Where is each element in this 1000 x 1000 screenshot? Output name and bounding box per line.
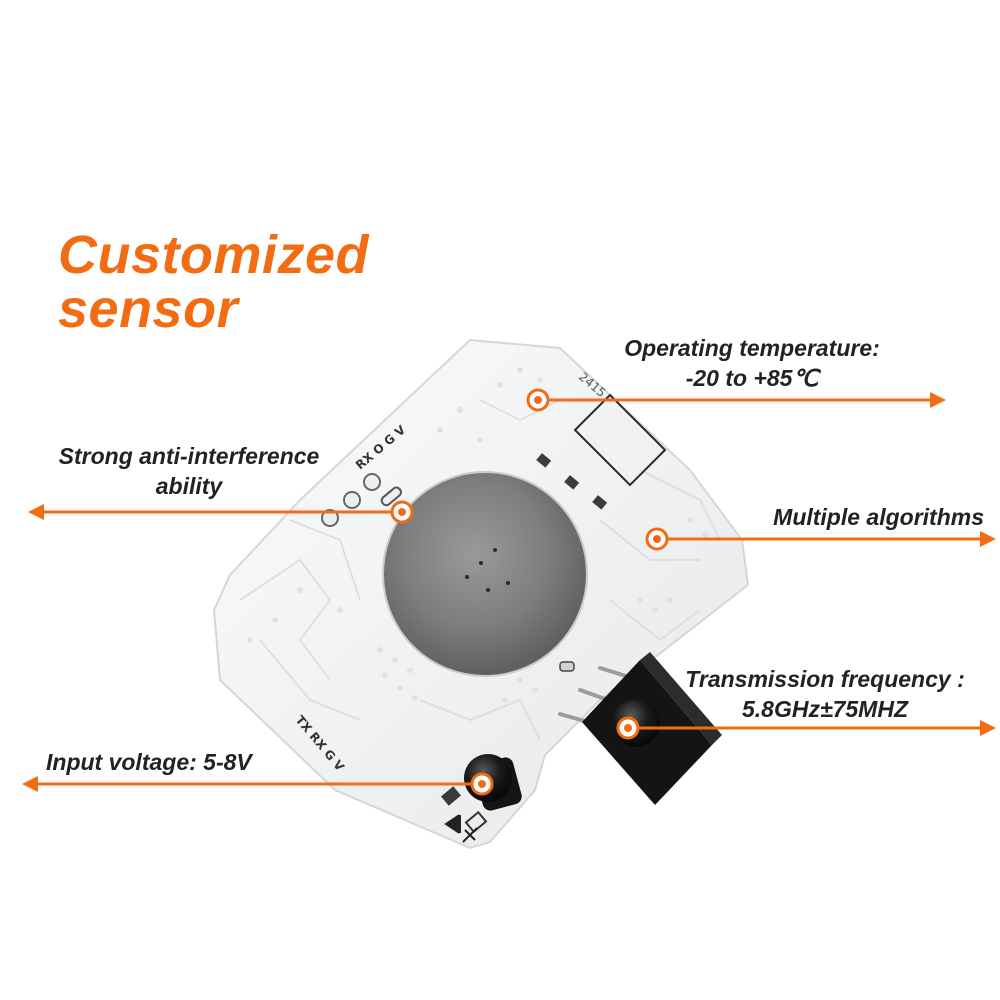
diode-icon <box>444 814 478 843</box>
title-line-2: sensor <box>58 279 239 339</box>
label-anti-interference-line-2: ability <box>155 473 223 499</box>
label-multiple-algorithms: Multiple algorithms <box>700 502 984 532</box>
label-voltage-line-1: Input voltage: 5-8V <box>46 749 252 775</box>
label-transmission-frequency: Transmission frequency : 5.8GHz±75MHZ <box>658 664 992 724</box>
label-temperature-line-1: Operating temperature: <box>624 335 880 361</box>
sensor-disc <box>382 471 588 677</box>
arrowhead-voltage-icon <box>22 776 38 792</box>
arrowhead-algorithms-icon <box>980 531 996 547</box>
label-anti-interference-line-1: Strong anti-interference <box>58 443 320 469</box>
marker-algorithms-icon <box>645 527 669 551</box>
callout-arrowheads <box>22 392 996 792</box>
smd-components <box>441 453 608 834</box>
arrowhead-anti-interference-icon <box>28 504 44 520</box>
marker-frequency-icon <box>616 716 640 740</box>
arrowhead-temperature-icon <box>930 392 946 408</box>
callout-markers <box>390 388 669 796</box>
label-frequency-line-1: Transmission frequency : <box>685 666 965 692</box>
label-operating-temperature: Operating temperature: -20 to +85℃ <box>592 333 912 393</box>
arrowhead-frequency-icon <box>980 720 996 736</box>
label-algorithms-line-1: Multiple algorithms <box>773 504 984 530</box>
label-anti-interference: Strong anti-interference ability <box>30 441 348 501</box>
label-temperature-line-2: -20 to +85℃ <box>685 365 819 391</box>
label-frequency-line-2: 5.8GHz±75MHZ <box>742 696 908 722</box>
callout-lines <box>36 398 982 786</box>
marker-temperature-icon <box>526 388 550 412</box>
label-input-voltage: Input voltage: 5-8V <box>46 747 306 777</box>
marker-anti-interference-icon <box>390 500 414 524</box>
marker-voltage-icon <box>470 772 494 796</box>
title-line-1: Customized <box>58 225 370 285</box>
page-title: Customized sensor <box>58 228 369 336</box>
